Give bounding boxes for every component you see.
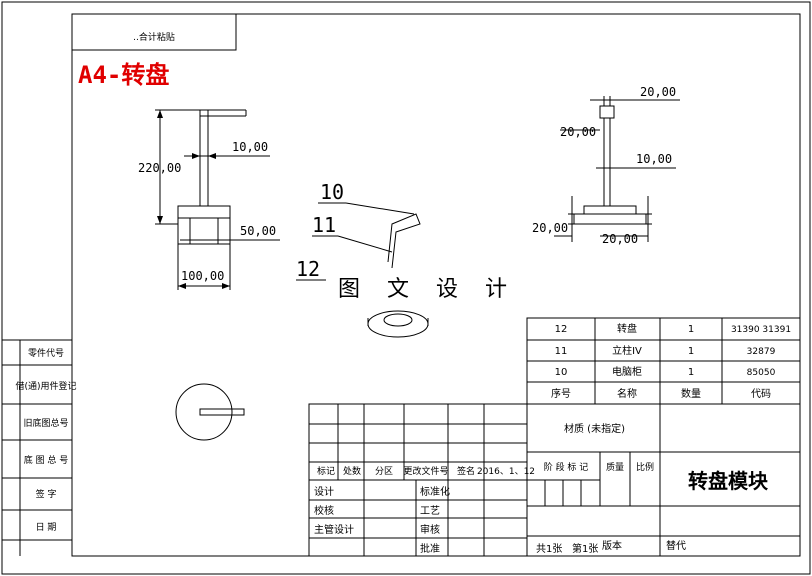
bom-code: 32879 <box>747 347 776 357</box>
rev-mark: 标记 <box>317 465 335 477</box>
dim-base-height: 50,00 <box>240 224 276 238</box>
bom-header-no: 序号 <box>551 387 571 400</box>
dim-base-width: 100,00 <box>181 269 224 283</box>
sheet-no: 第1张 <box>572 542 598 555</box>
bom-no: 12 <box>555 324 568 335</box>
strip-label: 旧底图总号 <box>23 417 68 429</box>
top-view <box>175 383 245 441</box>
top-label: ..合计粘贴 <box>133 31 175 43</box>
top-label-box <box>71 13 237 51</box>
material-label: 材质 (未指定) <box>564 422 625 435</box>
side-view <box>554 96 680 242</box>
watermark: 图 文 设 计 <box>338 277 517 302</box>
front-view <box>155 109 280 290</box>
iso-view <box>296 202 429 338</box>
dim-top-width: 10,00 <box>232 140 268 154</box>
bom-header-code: 代码 <box>751 388 771 400</box>
bom-table <box>526 317 801 405</box>
role-check: 校核 <box>314 504 334 517</box>
dim-side-bottom: 20,00 <box>602 232 638 246</box>
sheet-count: 共1张 <box>536 543 562 555</box>
left-strip: 零件代号 借(通)用件登记 旧底图总号 底 图 总 号 签 字 日 期 <box>15 347 76 533</box>
callout-10: 10 <box>320 180 344 204</box>
strip-label: 借(通)用件登记 <box>15 380 76 392</box>
role-process: 工艺 <box>420 505 440 517</box>
bom-code: 85050 <box>747 368 776 378</box>
dim-side-left-lower: 20,00 <box>532 221 568 235</box>
bom-qty: 1 <box>688 324 694 335</box>
role-std: 标准化 <box>420 485 450 498</box>
part-name: 转盘模块 <box>688 469 769 493</box>
bom-header-qty: 数量 <box>681 387 701 400</box>
bom-no: 10 <box>555 367 568 378</box>
strip-label: 签 字 <box>36 488 57 500</box>
bom-no: 11 <box>555 346 568 357</box>
dim-side-mid: 10,00 <box>636 152 672 166</box>
bom-qty: 1 <box>688 346 694 357</box>
rev-date: 2016、1、12 <box>477 467 535 477</box>
strip-label: 零件代号 <box>28 347 64 359</box>
role-lead: 主管设计 <box>314 523 354 536</box>
role-design: 设计 <box>314 485 334 498</box>
replace-label: 替代 <box>666 539 686 552</box>
scale-label: 比例 <box>636 461 654 473</box>
bom-name: 转盘 <box>617 322 637 335</box>
stage-label: 阶 段 标 记 <box>544 461 589 473</box>
dim-side-left-upper: 20,00 <box>560 125 596 139</box>
rev-file: 更改文件号 <box>403 465 448 477</box>
bom-code: 31390 31391 <box>731 325 791 335</box>
callout-11: 11 <box>312 213 336 237</box>
dim-height: 220,00 <box>138 161 181 175</box>
bom-name: 电脑柜 <box>612 365 642 378</box>
rev-count: 处数 <box>343 465 361 477</box>
mass-label: 质量 <box>606 461 624 473</box>
bom-name: 立柱IV <box>612 344 642 357</box>
rev-zone: 分区 <box>375 466 393 477</box>
bom-qty: 1 <box>688 367 694 378</box>
title-block <box>308 403 801 557</box>
drawing-title: A4-转盘 <box>78 61 169 89</box>
role-review: 审核 <box>420 523 440 536</box>
dim-side-top: 20,00 <box>640 85 676 99</box>
bom-header-name: 名称 <box>617 387 637 400</box>
strip-label: 底 图 总 号 <box>24 454 69 466</box>
callout-12: 12 <box>296 257 320 281</box>
role-approve: 批准 <box>420 542 440 555</box>
version-label: 版本 <box>602 539 622 552</box>
rev-sign: 签名 <box>457 465 475 477</box>
strip-label: 日 期 <box>36 522 57 533</box>
